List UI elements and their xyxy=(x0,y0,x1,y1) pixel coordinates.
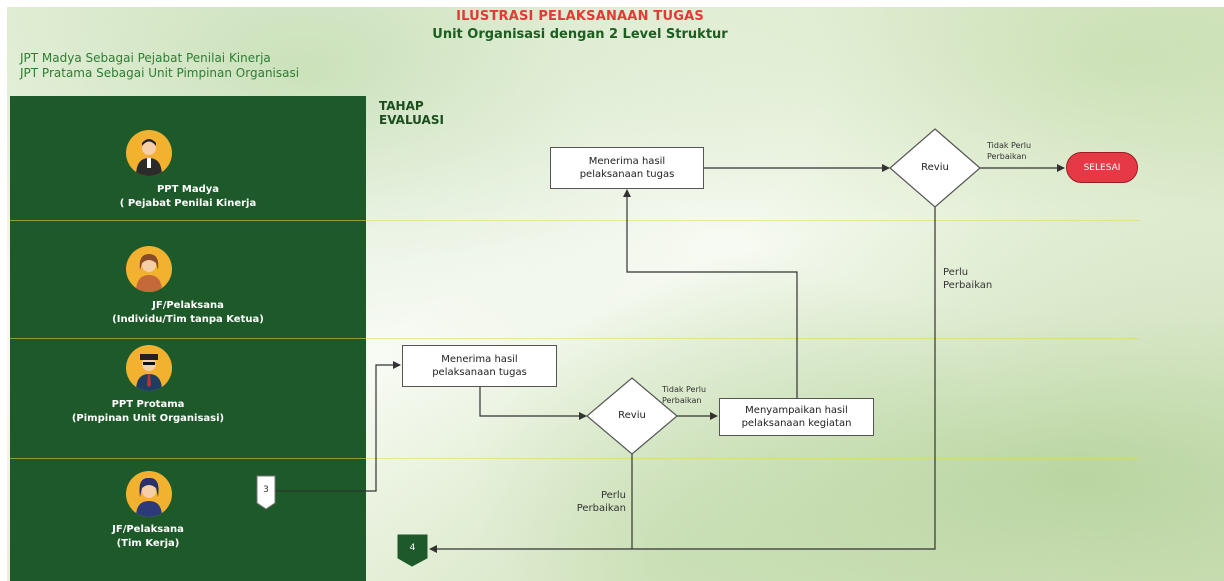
offpage-connector-4 xyxy=(397,534,428,567)
subtitle-line-2: JPT Pratama Sebagai Unit Pimpinan Organi… xyxy=(20,66,300,80)
process-receive-mid: Menerima hasil pelaksanaan tugas xyxy=(402,345,557,387)
lane-divider xyxy=(10,338,1140,339)
lane-title: JF/Pelaksana xyxy=(112,524,184,535)
connector-4-label: 4 xyxy=(409,543,416,553)
decision-label-mid: Reviu xyxy=(618,410,646,421)
decision-label-top: Reviu xyxy=(921,162,949,173)
process-deliver: Menyampaikan hasil pelaksanaan kegiatan xyxy=(719,398,874,436)
edge-label-mid-no-fix: Tidak Perlu Perbaikan xyxy=(662,385,707,405)
lane-title: PPT Protama xyxy=(111,399,185,410)
edge-label-top-no-fix: Tidak Perlu Perbaikan xyxy=(987,141,1032,161)
lane-subtitle: (Individu/Tim tanpa Ketua) xyxy=(112,314,264,325)
process-receive-top: Menerima hasil pelaksanaan tugas xyxy=(550,147,704,189)
lane-title: PPT Madya xyxy=(156,184,220,195)
lane-subtitle: (Pimpinan Unit Organisasi) xyxy=(71,413,225,424)
connector-3-label: 3 xyxy=(263,485,269,495)
subtitle-line-1: JPT Madya Sebagai Pejabat Penilai Kinerj… xyxy=(20,51,271,65)
lane-subtitle: ( Pejabat Penilai Kinerja xyxy=(119,198,257,209)
lane-divider xyxy=(10,220,1140,221)
lane-subtitle: (Tim Kerja) xyxy=(116,538,180,549)
avatar-jf-tim-kerja xyxy=(126,471,172,517)
avatar-ppt-madya xyxy=(126,130,172,176)
border-left xyxy=(0,0,7,581)
offpage-connector-3 xyxy=(256,475,276,510)
avatar-jf-individu xyxy=(126,246,172,292)
border-top xyxy=(0,0,1224,7)
edge-label-top-fix: Perlu Perbaikan xyxy=(943,267,993,291)
decision-diamond-top xyxy=(889,128,981,208)
avatar-ppt-pratama xyxy=(126,345,172,391)
stage-label: TAHAP EVALUASI xyxy=(379,99,444,127)
lane-divider xyxy=(10,458,1140,459)
decision-diamond-mid xyxy=(586,377,678,455)
diagram-subtitle: Unit Organisasi dengan 2 Level Struktur xyxy=(432,27,728,42)
end-terminal: SELESAI xyxy=(1066,152,1138,183)
edge-label-mid-fix: Perlu Perbaikan xyxy=(576,490,626,514)
lane-title: JF/Pelaksana xyxy=(152,300,224,311)
diagram-title: ILUSTRASI PELAKSANAAN TUGAS xyxy=(456,9,704,24)
